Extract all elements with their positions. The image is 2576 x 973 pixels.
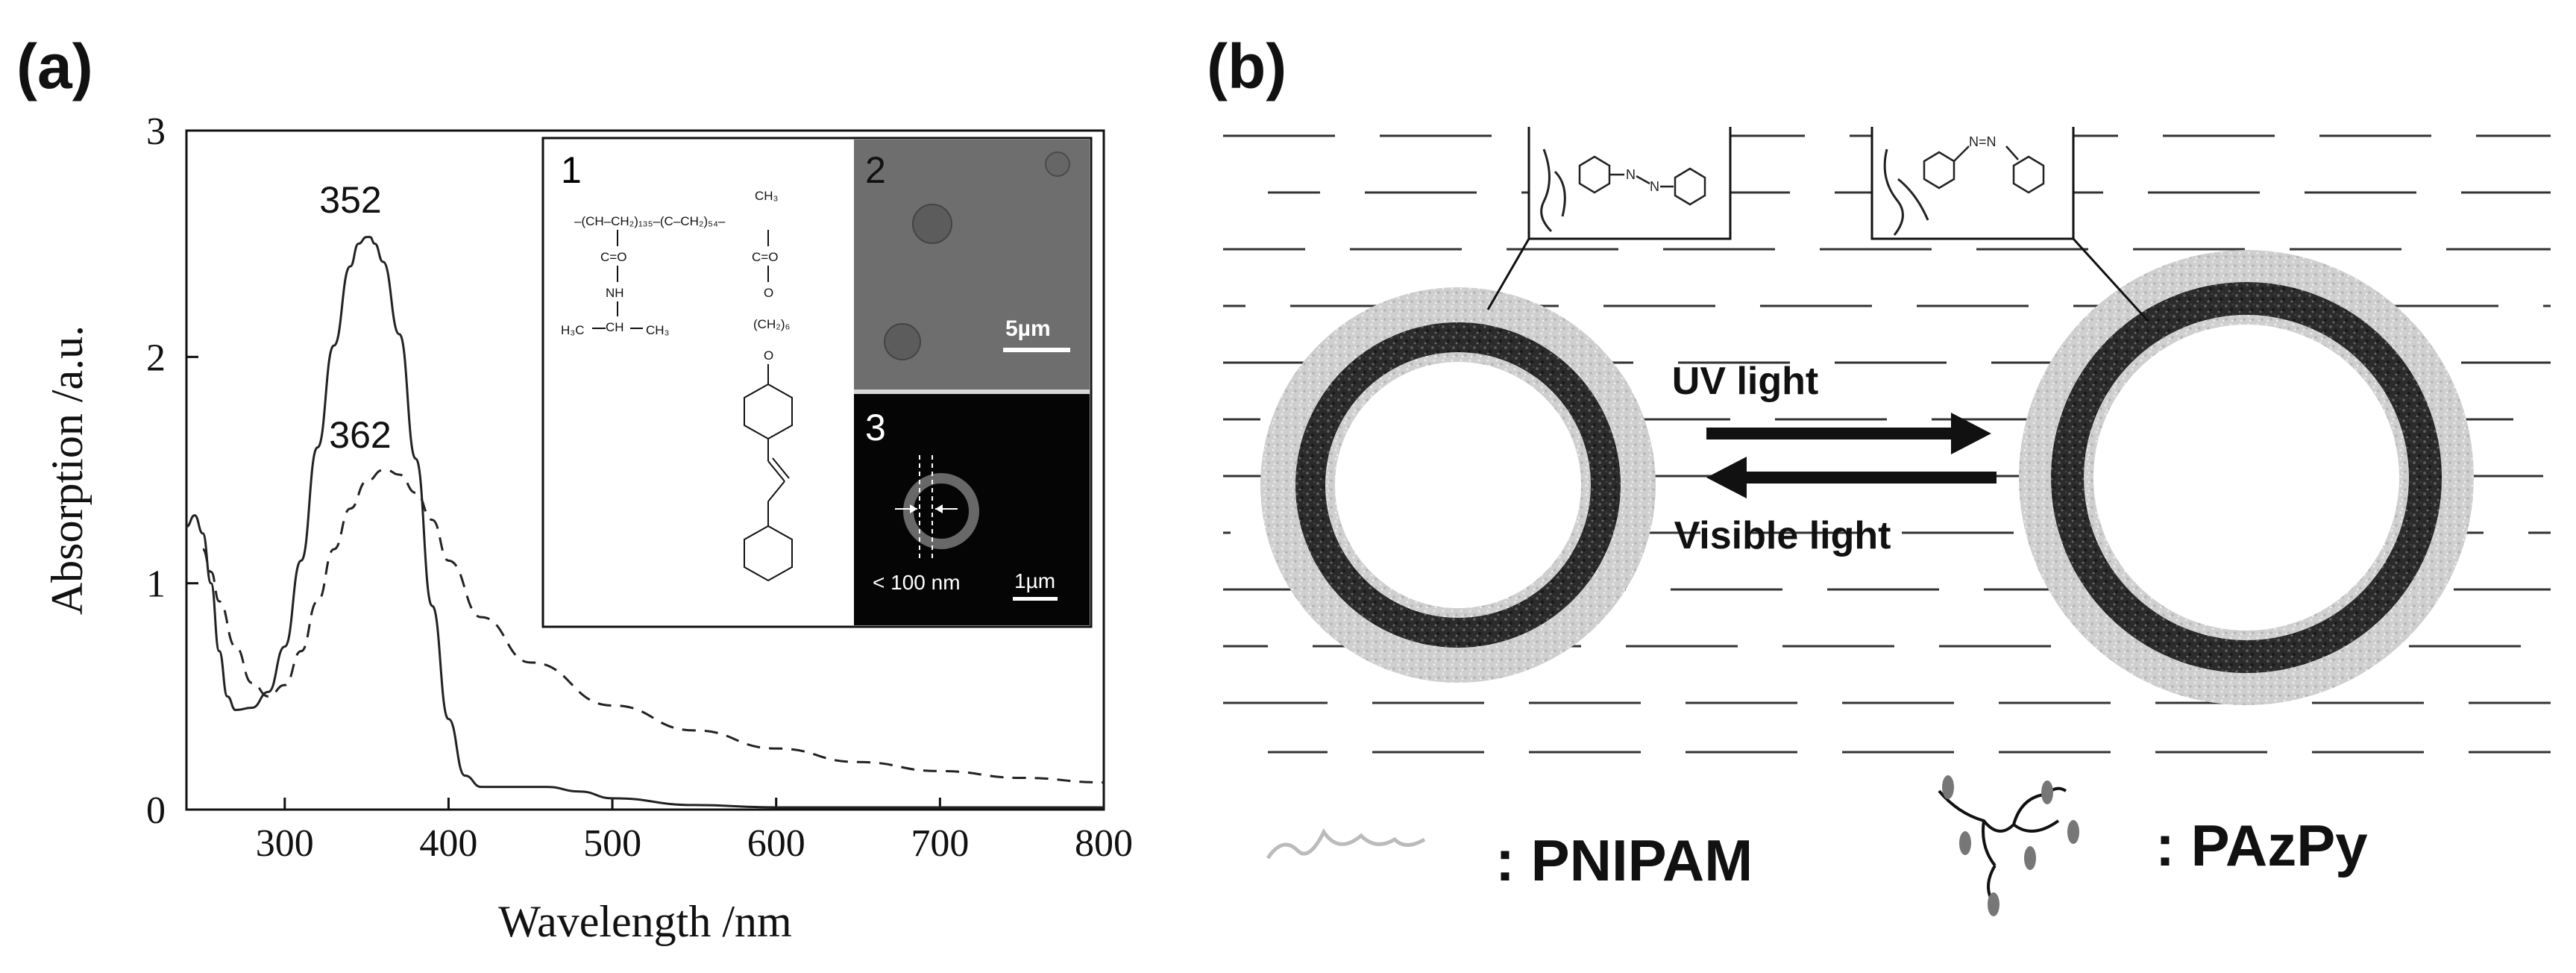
vesicle-right-lumen (2093, 325, 2399, 631)
micrograph-3: 3 < 100 nm 1µm (854, 394, 1090, 625)
reverse-arrow-head (1706, 457, 1747, 498)
y-axis-title: Absorption /a.u. (43, 325, 92, 615)
light-switch-arrows: UV light Visible light (1672, 360, 1997, 557)
zoom-leader-right (2072, 237, 2149, 322)
svg-text:N=N: N=N (1969, 134, 1997, 149)
x-tick-label-300: 300 (256, 822, 314, 865)
cis-azo-benzene-icon (1923, 151, 1955, 190)
vesicle-dot-1 (912, 204, 952, 244)
legend-pnipam: : PNIPAM (1495, 827, 1753, 893)
chem-h3c: H₃C (561, 323, 584, 337)
inset-3-label: 3 (865, 407, 886, 448)
x-tick-label-600: 600 (747, 822, 805, 865)
chem-ch3: CH₃ (646, 323, 669, 337)
svg-text:N: N (1650, 179, 1659, 194)
pyridine-ring (744, 525, 793, 582)
zoom-box-trans: N N (1486, 127, 1732, 310)
legend-pazpy: : PAzPy (2155, 813, 2368, 878)
y-tick-label-0: 0 (146, 789, 166, 832)
cis-pyridine-icon (2012, 155, 2045, 194)
vesicle-left-lumen (1335, 362, 1581, 608)
chem-backbone: –(CH–CH₂)₁₃₅–(C–CH₂)₅₄– (574, 214, 726, 228)
inset-1-label: 1 (561, 149, 582, 191)
chem-carbonyl-2: C=O (752, 250, 778, 264)
x-tick-label-800: 800 (1075, 822, 1133, 865)
chem-ch: CH (606, 320, 624, 334)
zoom-leader-left (1486, 238, 1530, 310)
legend: : PNIPAM : PAzPy (1266, 775, 2368, 916)
vesicle-dot-2 (884, 323, 921, 360)
uv-light-label: UV light (1672, 360, 1818, 403)
vesicle-ring (903, 473, 979, 549)
reverse-arrow-shaft (1734, 472, 1997, 484)
y-tick-label-1: 1 (146, 563, 166, 606)
absorption-chart: 300 400 500 600 700 800 0 1 2 3 Wavelength /nm Ab… (43, 110, 1133, 946)
forward-arrow-shaft (1706, 428, 1967, 439)
scale-bar-3-label: 1µm (1014, 569, 1055, 592)
series-layer (186, 236, 1105, 809)
chem-carbonyl-1: C=O (600, 250, 626, 264)
series-line-dashed (202, 469, 1105, 784)
scale-bar-2 (1003, 348, 1070, 352)
chem-ether-o: O (764, 348, 773, 363)
vesicle-right (2019, 250, 2474, 705)
series-line-solid (186, 236, 1104, 809)
panel-b-label: (b) (1207, 31, 1287, 101)
tick-labels: 300 400 500 600 700 800 0 1 2 3 (146, 110, 1133, 865)
zoom-box-cis: N=N (1870, 127, 2149, 322)
chem-nh: NH (606, 286, 624, 300)
forward-arrow-head (1951, 413, 1991, 454)
micrograph-2: 2 5µm (854, 140, 1090, 389)
x-tick-label-400: 400 (419, 822, 477, 865)
pazpy-chain-icon (1938, 775, 2079, 916)
x-tick-label-700: 700 (911, 822, 969, 865)
x-tick-label-500: 500 (583, 822, 641, 865)
chem-ch2-chain: (CH₂)₆ (753, 317, 790, 331)
inset: 1 CH₃ –(CH–CH₂)₁₃₅–(C–CH₂)₅₄– C=O NH CH … (541, 137, 1093, 628)
vesicle-left (1260, 287, 1656, 683)
trans-pyridine-icon (1674, 167, 1706, 206)
pnipam-chain-icon (1266, 828, 1426, 860)
peak-label-362: 362 (329, 414, 391, 456)
plot-frame (185, 129, 1105, 811)
scale-bar-3 (1013, 597, 1058, 601)
visible-light-label: Visible light (1674, 514, 1891, 557)
inset-divider (854, 389, 1090, 394)
azo-bond (767, 460, 785, 482)
chemical-structure: 1 CH₃ –(CH–CH₂)₁₃₅–(C–CH₂)₅₄– C=O NH CH … (561, 149, 793, 582)
x-axis-title: Wavelength /nm (498, 897, 791, 946)
chem-methyl: CH₃ (755, 189, 778, 203)
svg-text:N: N (1626, 167, 1636, 182)
inset-2-label: 2 (865, 149, 886, 191)
peak-label-352: 352 (319, 179, 381, 221)
thickness-label: < 100 nm (873, 571, 961, 594)
scale-bar-2-label: 5µm (1005, 316, 1051, 341)
vesicle-dot-3 (1045, 151, 1070, 177)
trans-azo-benzene-icon (1578, 155, 1611, 194)
panel-a-label: (a) (16, 31, 93, 101)
y-tick-label-2: 2 (146, 337, 166, 379)
chem-ester-o: O (764, 286, 773, 300)
y-tick-label-3: 3 (146, 110, 166, 153)
